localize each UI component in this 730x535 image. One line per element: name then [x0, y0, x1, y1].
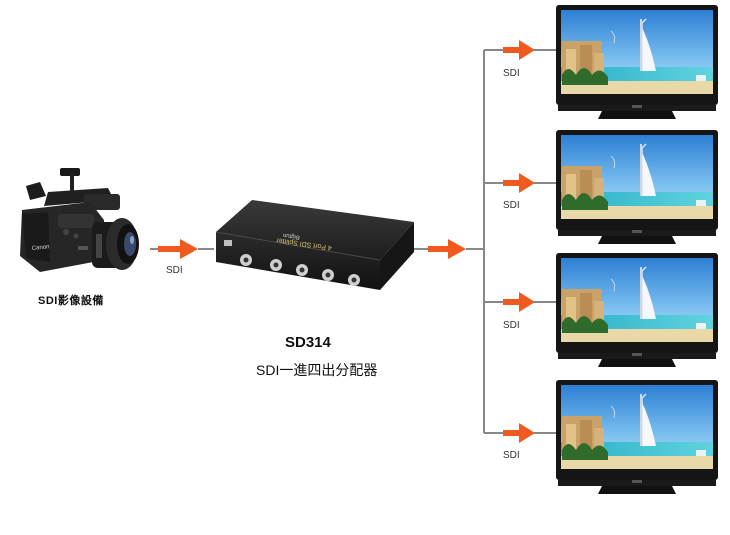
branch-arrow-4-icon [503, 423, 535, 443]
output-sdi-label-1: SDI [503, 68, 520, 79]
splitter-panel-brand: Bigtuo [282, 232, 300, 240]
splitter-description: SDI一進四出分配器 [256, 362, 378, 378]
camera-label: SDI影像設備 [38, 295, 104, 307]
tv-monitor-3 [555, 252, 719, 368]
branch-arrow-1-icon [503, 40, 535, 60]
distribution-lines [483, 49, 556, 434]
input-sdi-label: SDI [166, 265, 183, 276]
bnc-port-output-3-icon [322, 269, 334, 281]
bnc-port-input-icon [240, 254, 252, 266]
tv-monitor-4 [555, 379, 719, 495]
tv-monitor-1 [555, 4, 719, 120]
branch-arrow-3-icon [503, 292, 535, 312]
camera-brand: Canon [32, 244, 50, 252]
bnc-port-output-4-icon [348, 274, 360, 286]
camera-illustration: Canon [20, 168, 139, 272]
branch-arrow-2-icon [503, 173, 535, 193]
output-sdi-label-3: SDI [503, 320, 520, 331]
output-sdi-label-2: SDI [503, 200, 520, 211]
output-sdi-label-4: SDI [503, 450, 520, 461]
input-arrow-icon [150, 239, 214, 259]
bnc-port-output-2-icon [296, 264, 308, 276]
bnc-port-output-1-icon [270, 259, 282, 271]
splitter-model: SD314 [285, 334, 331, 351]
tv-monitor-2 [555, 129, 719, 245]
output-arrow-icon [414, 239, 484, 259]
splitter-device: 4 Port SDI Splitter Bigtuo [215, 200, 414, 290]
